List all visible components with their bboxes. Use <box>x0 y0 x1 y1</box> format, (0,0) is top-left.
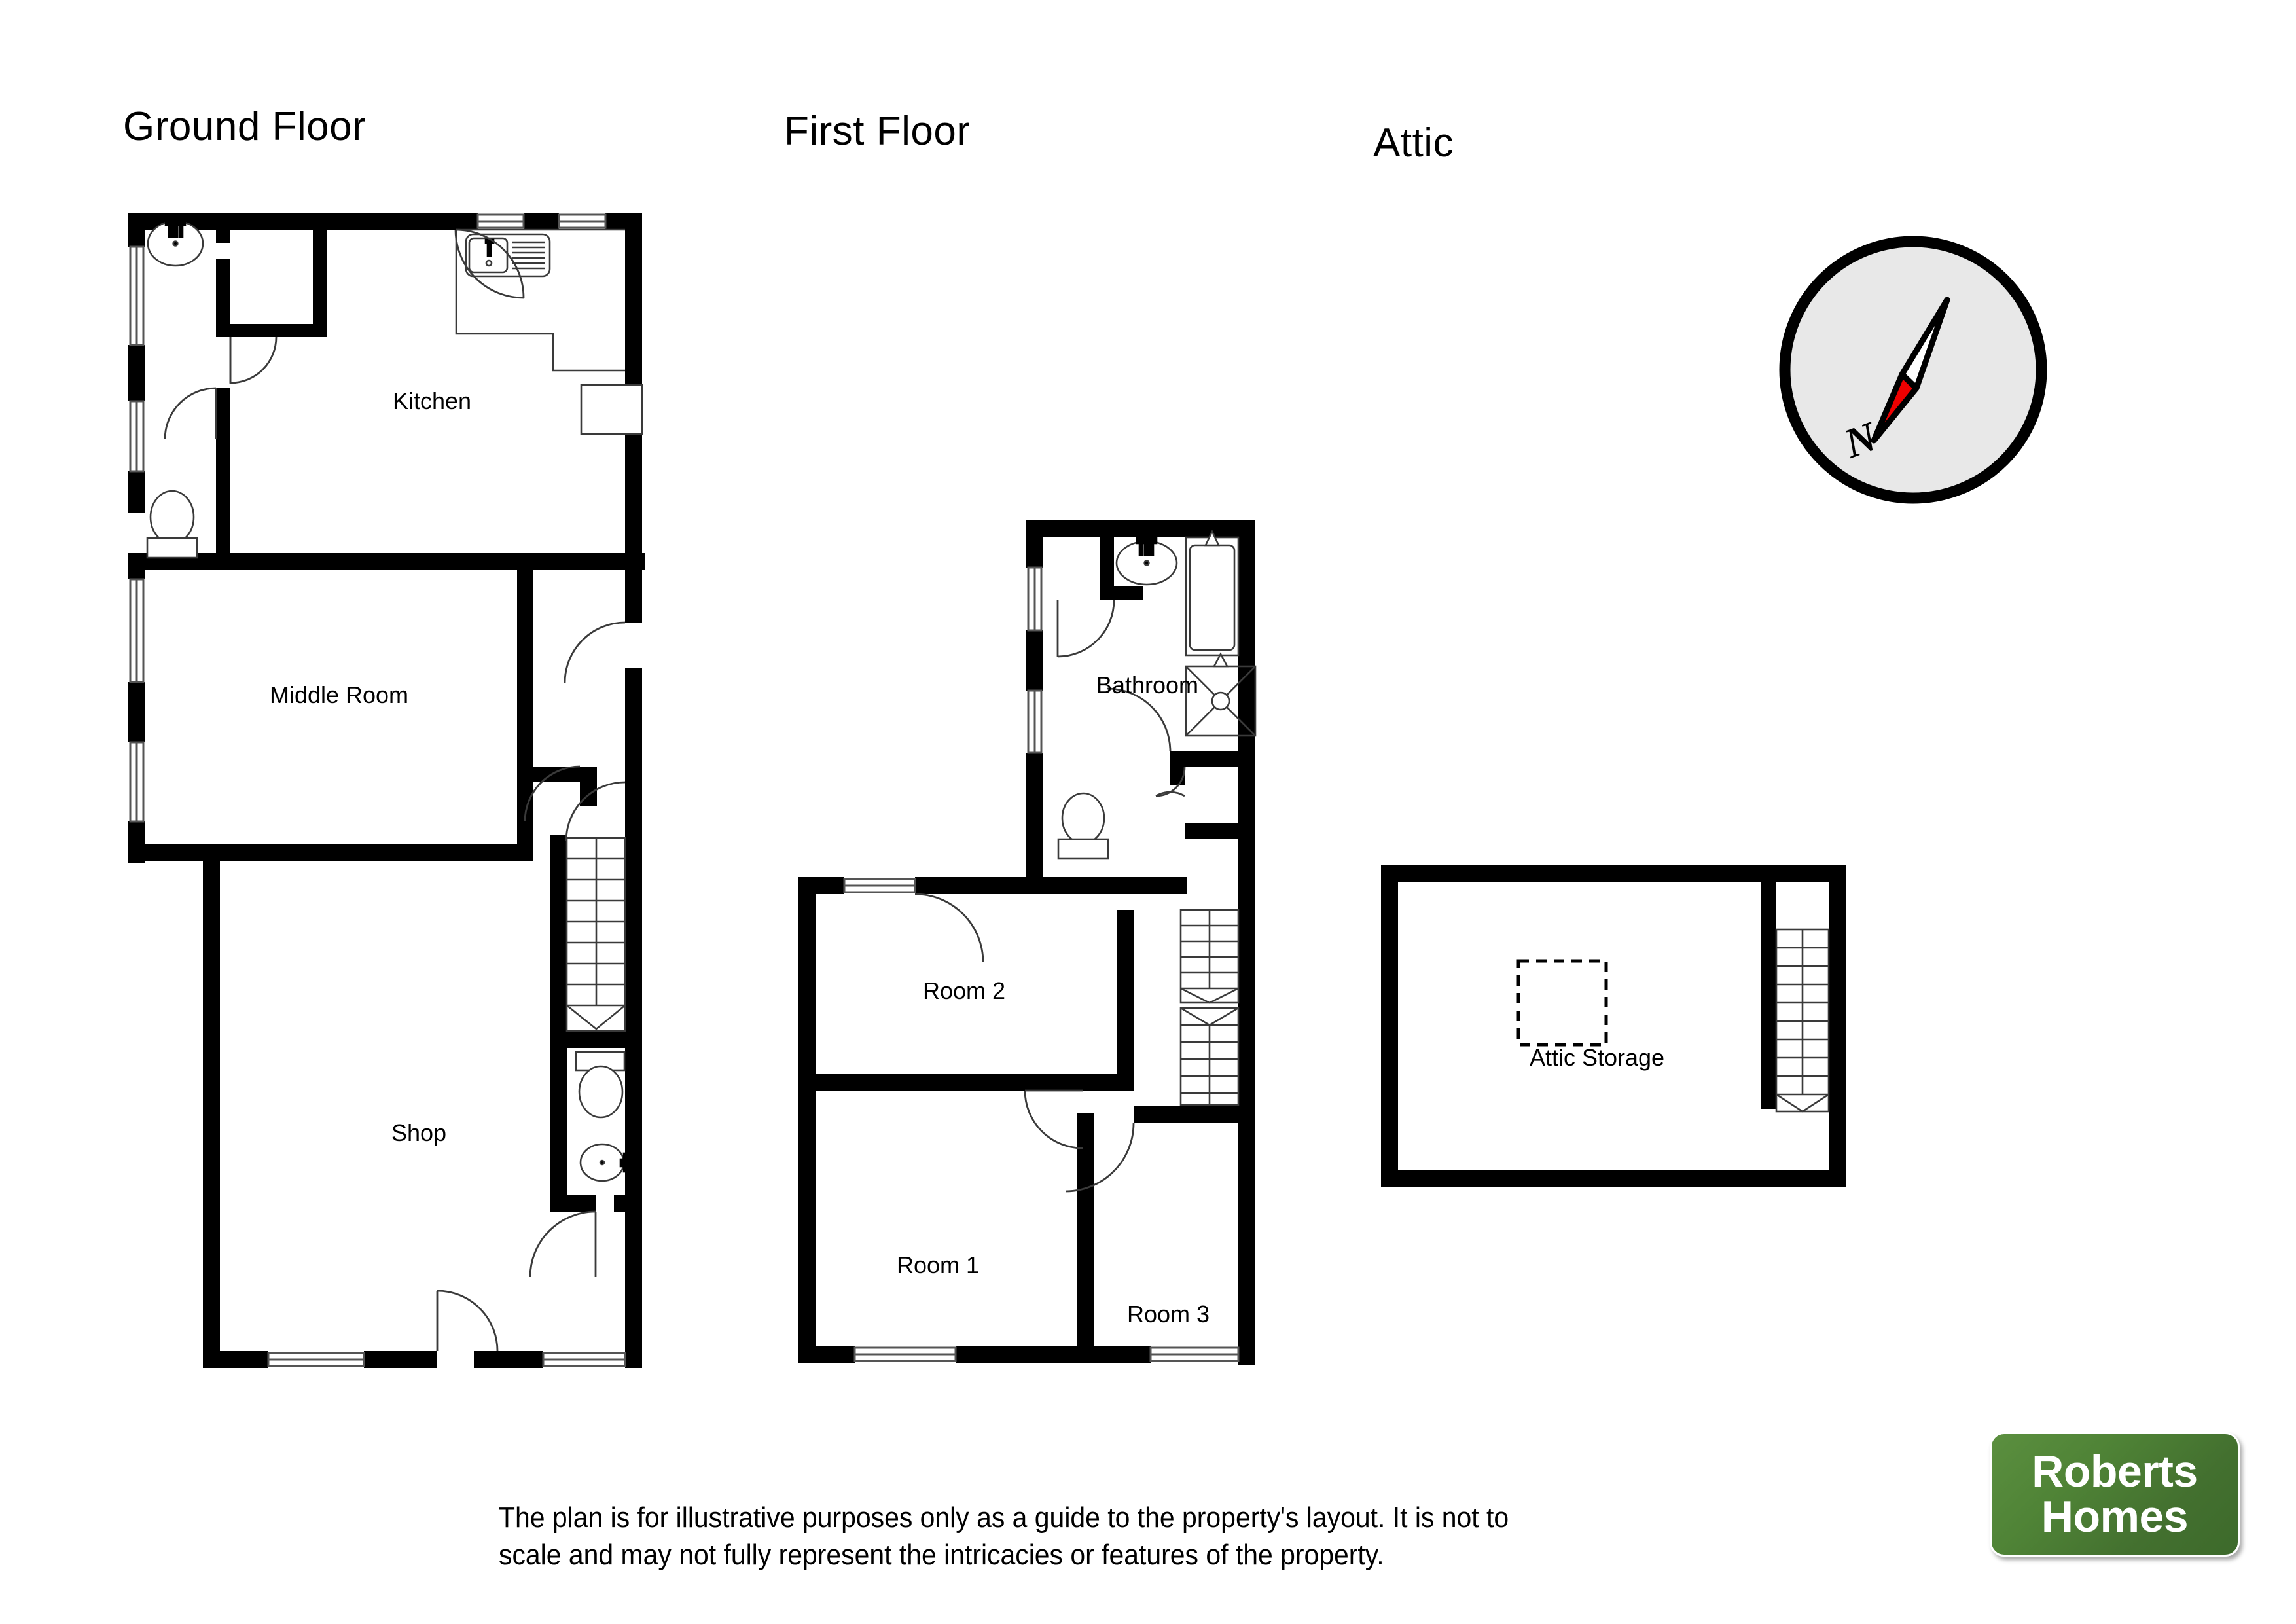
room-label-attic-storage: Attic Storage <box>1529 1044 1665 1071</box>
ground-floor-doors <box>164 228 626 1352</box>
ground-floor-fixtures <box>146 216 643 1182</box>
room-label-room-3: Room 3 <box>1126 1301 1210 1327</box>
toilet-icon <box>146 490 198 559</box>
staircase-icon <box>1775 928 1830 1113</box>
first-floor-walls <box>798 520 1255 1365</box>
logo-line-2: Homes <box>2041 1492 2189 1542</box>
disclaimer-line-1: The plan is for illustrative purposes on… <box>499 1502 1509 1534</box>
wc-toilet-icon <box>575 1051 626 1119</box>
first-floor-doors <box>914 600 1186 1193</box>
attic-floor-fixtures <box>1516 928 1830 1113</box>
ground-floor-title: Ground Floor <box>123 104 367 149</box>
attic-floor-plan <box>1381 865 1846 1187</box>
wash-basin-icon <box>1115 534 1178 586</box>
compass-rose: N <box>1779 236 2047 504</box>
room-label-bathroom: Bathroom <box>1096 672 1199 698</box>
wash-basin-icon <box>147 216 204 267</box>
appliance-icon <box>580 384 643 435</box>
attic-floor-title: Attic <box>1373 120 1454 166</box>
toilet-icon <box>1057 792 1109 860</box>
disclaimer: The plan is for illustrative purposes on… <box>499 1499 1692 1574</box>
wc-basin-icon <box>579 1143 634 1182</box>
compass-needle-south <box>1871 371 1920 444</box>
room-label-room-1: Room 1 <box>896 1252 980 1278</box>
disclaimer-line-2: scale and may not fully represent the in… <box>499 1539 1384 1572</box>
room-label-middle-room: Middle Room <box>269 681 409 708</box>
first-floor-plan <box>798 520 1257 1365</box>
hatch-icon <box>1516 959 1608 1047</box>
room-label-kitchen: Kitchen <box>392 388 472 414</box>
first-floor-fixtures <box>1057 529 1257 1106</box>
roberts-homes-logo[interactable]: Roberts Homes <box>1990 1432 2240 1557</box>
room-label-room-2: Room 2 <box>922 977 1006 1004</box>
first-floor-windows <box>843 566 1240 1362</box>
first-floor-title: First Floor <box>784 109 971 154</box>
attic-floor-walls <box>1381 865 1846 1187</box>
ground-floor-windows <box>129 213 626 1367</box>
bath-tub-icon <box>1185 529 1240 657</box>
ground-floor-walls <box>128 213 645 1368</box>
logo-line-1: Roberts <box>2032 1446 2198 1496</box>
staircase-icon <box>1179 909 1240 1106</box>
shower-cubicle-icon <box>1185 652 1257 737</box>
room-label-shop: Shop <box>391 1119 447 1146</box>
staircase-icon <box>565 837 626 1032</box>
worktop-icon <box>455 228 625 372</box>
ground-floor-plan <box>128 213 645 1368</box>
